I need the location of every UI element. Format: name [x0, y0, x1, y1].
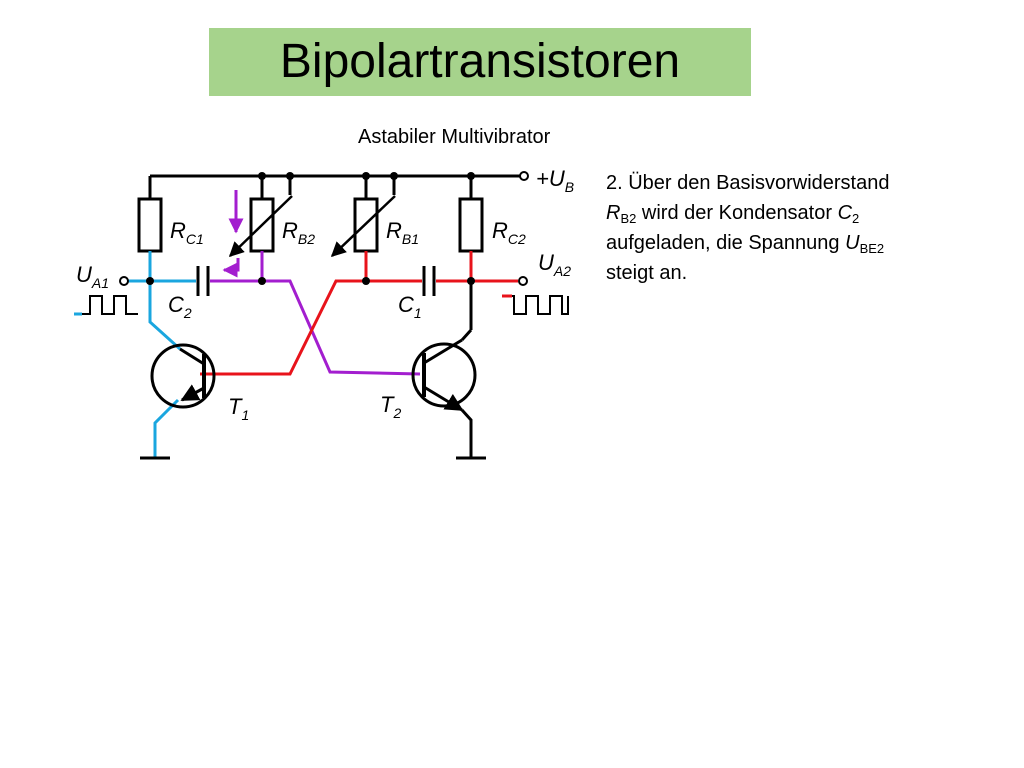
desc-rb2: R	[606, 202, 621, 224]
path-red	[200, 251, 528, 376]
transistor-t1	[140, 343, 216, 460]
desc-rb2-sub: B2	[620, 211, 637, 226]
label-ua1: UA1	[76, 262, 109, 291]
label-ub: +UB	[536, 166, 574, 195]
capacitor-c2	[196, 266, 210, 296]
title-box: Bipolartransistoren	[209, 28, 751, 96]
transistor-t2	[411, 281, 486, 460]
waveform-ua1	[74, 295, 138, 316]
desc-line-4: steigt an.	[606, 262, 688, 284]
label-rc1: RC1	[170, 218, 204, 247]
label-c2: C2	[168, 292, 192, 321]
label-t1: T1	[228, 394, 249, 423]
slide-title: Bipolartransistoren	[279, 35, 681, 88]
desc-line-2-text: wird der Kondensator	[636, 202, 838, 224]
desc-line-3: aufgeladen, die Spannung UBE2	[606, 228, 986, 258]
desc-line-1: 2. Über den Basisvorwiderstand	[606, 172, 890, 194]
charge-path-purple	[210, 190, 421, 376]
label-c1: C1	[398, 292, 422, 321]
supply-rail	[148, 171, 529, 198]
resistor-rc1	[137, 197, 163, 253]
rb2-adjust-arrow	[228, 195, 293, 258]
desc-c2-sub: 2	[852, 211, 860, 226]
path-blue	[119, 251, 196, 458]
label-rc2: RC2	[492, 218, 526, 247]
resistor-rc2	[458, 197, 484, 253]
label-rb1: RB1	[386, 218, 419, 247]
capacitor-c1	[422, 266, 436, 296]
step-description: 2. Über den Basisvorwiderstand RB2 wird …	[606, 168, 986, 288]
label-ua2: UA2	[538, 250, 571, 279]
rb1-adjust-arrow	[330, 195, 396, 258]
label-rb2: RB2	[282, 218, 315, 247]
desc-ube2: U	[845, 232, 860, 254]
label-t2: T2	[380, 392, 401, 421]
desc-line-2: RB2 wird der Kondensator C2	[606, 198, 986, 228]
desc-ube2-sub: BE2	[859, 241, 885, 256]
waveform-ua2	[502, 294, 569, 315]
diagram-subtitle: Astabiler Multivibrator	[358, 126, 551, 148]
desc-line-3-text: aufgeladen, die Spannung	[606, 232, 846, 254]
desc-c2: C	[837, 202, 853, 224]
